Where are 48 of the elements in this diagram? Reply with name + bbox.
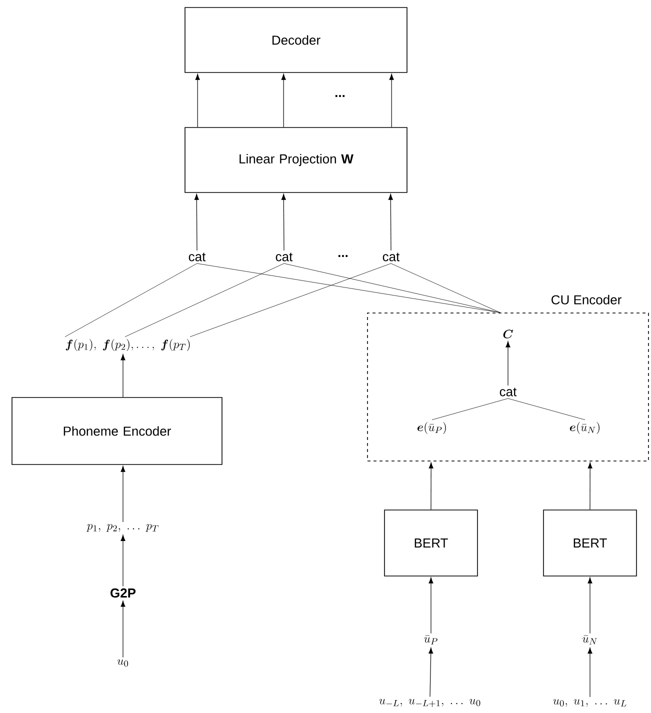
math-label: $u_0$ xyxy=(117,659,128,667)
connector-line xyxy=(284,263,500,313)
math-label: $\boldsymbol{e}(\bar{u}_N)$ xyxy=(570,422,600,434)
projection-box: Linear Projection W xyxy=(184,127,408,193)
arrow xyxy=(428,462,434,510)
math-label: $\bar{u}_P$ xyxy=(424,635,438,644)
operation-label: cat xyxy=(276,252,293,262)
math-label: $\boldsymbol{f}(p_1),\ \boldsymbol{f}(p_2),\ldots,\ \boldsymbol{f}(p_T)$ xyxy=(66,339,190,352)
arrow xyxy=(588,648,592,698)
decoder-box: Decoder xyxy=(184,7,408,73)
operation-label: cat xyxy=(188,252,206,262)
group-heading: CU Encoder xyxy=(552,294,622,304)
arrow xyxy=(281,74,286,128)
arrow xyxy=(120,466,126,522)
arrow xyxy=(194,194,199,251)
operation-label: cat xyxy=(500,388,517,396)
connector-line xyxy=(196,263,500,313)
encoder-box: Phoneme Encoder xyxy=(12,397,222,465)
arrow xyxy=(120,600,126,658)
connector-line xyxy=(508,398,586,420)
arrow xyxy=(389,74,394,128)
math-label: $p_1,\ p_2,\ \ldots\ p_T$ xyxy=(86,524,158,532)
arrow xyxy=(428,648,434,698)
connector-line xyxy=(390,263,500,313)
arrow xyxy=(588,577,592,634)
connector-line xyxy=(64,263,198,337)
math-label: $u_{-L},\ u_{-L+1},\ \ldots\ u_0$ xyxy=(379,698,480,707)
ellipsis-label: ... xyxy=(335,95,345,97)
math-label: $\boldsymbol{e}(\bar{u}_P)$ xyxy=(418,422,446,434)
arrow xyxy=(120,354,126,398)
math-label: $u_0,\ u_1,\ \ldots\ u_L$ xyxy=(553,699,626,707)
model-box: BERT xyxy=(384,510,478,576)
arrow xyxy=(281,194,286,251)
arrow xyxy=(428,577,434,634)
arrow xyxy=(506,341,510,386)
operation-label: cat xyxy=(382,252,400,262)
arrow xyxy=(120,534,126,586)
module-label: G2P xyxy=(110,588,136,598)
arrow xyxy=(195,74,200,128)
math-label: $\bar{u}_N$ xyxy=(582,635,597,644)
arrow xyxy=(388,194,393,251)
connector-line xyxy=(124,263,284,337)
connector-line xyxy=(432,398,508,420)
ellipsis-label: ... xyxy=(338,255,348,257)
math-label: $\boldsymbol{C}$ xyxy=(503,330,513,338)
model-box: BERT xyxy=(543,510,637,576)
arrow xyxy=(588,462,592,510)
connector-line xyxy=(190,263,392,337)
